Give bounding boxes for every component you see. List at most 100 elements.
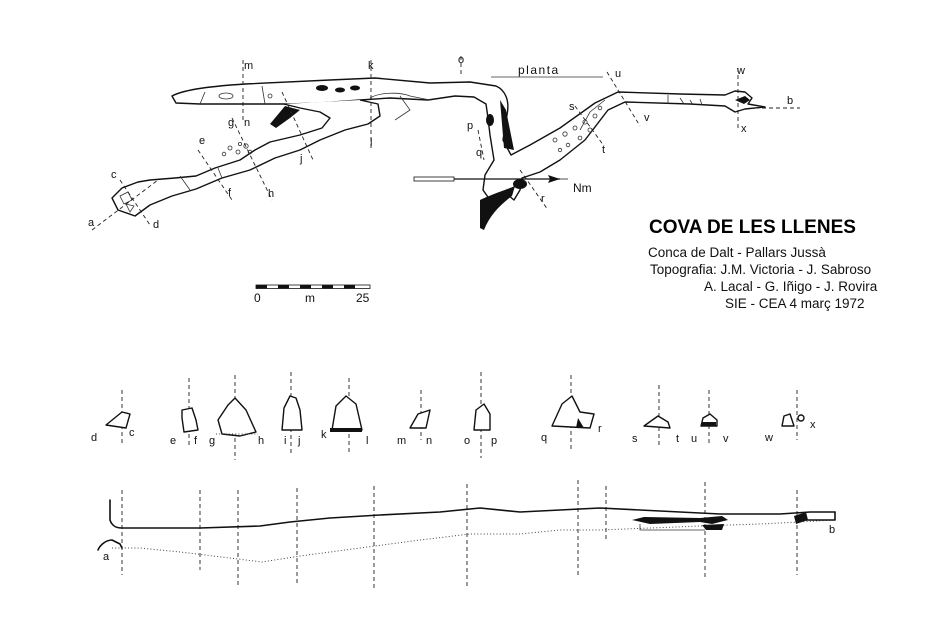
plan-point-d: d [153,219,159,231]
section-shape-qr [551,395,595,429]
plan-point-h: h [268,188,274,200]
scale-end: 25 [356,291,370,305]
section-label-n: n [426,435,432,447]
plan-wall-4 [394,95,411,121]
cross-sections: d c e f g h i j k l m n o p q r s t u v … [91,372,816,460]
plan-deposit-4 [270,106,300,128]
section-shape-op [473,403,491,431]
plan-wall-5 [179,175,191,191]
section-labels: d c e f g h i j k l m n o p q r s t u v … [91,419,816,447]
plan-deposit-1 [316,85,328,91]
plan-deposit-5 [500,100,514,150]
plan-point-labels: a b c d e f g h j k l m n o p q r s t u … [88,54,793,231]
north-label: Nm [573,181,592,195]
section-label-d: d [91,432,97,444]
section-label-j: j [297,435,300,447]
plan-rubble-3 [119,92,703,213]
plan-deposit-2 [335,87,345,93]
section-label-l: l [366,435,368,447]
plan-rubble-1 [221,141,253,157]
plan-label: planta [518,63,560,77]
scale-bar [255,284,371,289]
plan-deposit-3 [350,85,360,91]
section-label-g: g [209,435,215,447]
section-floor-qr [576,418,584,428]
plan-point-k: k [368,60,374,72]
plan-point-v: v [644,112,650,124]
section-label-w: w [764,432,773,444]
section-label-q: q [541,432,547,444]
section-shape-wx [781,413,795,427]
plan-wall-1 [199,91,206,105]
plan-wall-6 [217,167,223,179]
section-label-p: p [491,435,497,447]
profile-label-b: b [829,524,835,536]
plan-point-t: t [602,144,605,156]
plan-point-s: s [569,101,575,113]
profile-formation-1 [632,516,728,524]
profile-step [639,524,705,531]
section-shape-gh [217,397,257,437]
section-label-v: v [723,433,729,445]
location-text: Conca de Dalt - Pallars Jussà [648,245,826,260]
credits-line-2: A. Lacal - G. Iñigo - J. Rovira [704,279,878,294]
plan-deposit-6 [513,179,527,189]
plan-point-b: b [787,95,793,107]
plan-point-u: u [615,68,621,80]
profile-axes [121,480,798,590]
profile-floor [112,519,835,563]
section-label-t: t [676,433,679,445]
section-label-h: h [258,435,264,447]
plan-point-f: f [228,187,232,199]
plan-point-l: l [370,137,372,149]
plan-rubble-2 [552,105,603,153]
plan-point-c: c [111,169,117,181]
plan-point-j: j [299,153,302,165]
section-label-k: k [321,429,327,441]
section-label-c: c [129,427,135,439]
section-shape-ef [181,407,199,433]
profile-formation-2 [702,524,724,530]
plan-point-n: n [244,117,250,129]
plan-wall-7 [579,99,606,131]
section-label-m: m [397,435,406,447]
plan-point-x: x [741,123,747,135]
section-label-f: f [194,435,198,447]
title-block: COVA DE LES LLENES [649,217,909,239]
profile-label-a: a [103,551,110,563]
section-hole-x [797,414,805,422]
plan-deposit-7 [486,114,494,126]
north-arrow [413,175,568,183]
plan-point-a: a [88,217,95,229]
profile-formation-3 [794,512,808,524]
section-shape-ij [281,395,303,431]
section-label-x: x [810,419,816,431]
plan-point-p: p [467,120,473,132]
cave-title: COVA DE LES LLENES [649,217,856,238]
section-shape-st [643,415,671,429]
profile-entrance [97,539,123,551]
plan-point-o: o [458,54,464,66]
plan-point-q: q [476,147,482,159]
section-label-u: u [691,433,697,445]
plan-point-e: e [199,135,205,147]
plan-point-m: m [244,60,253,72]
profile-view: a b [97,480,836,590]
plan-point-w: w [736,65,745,77]
section-shape-kl [331,395,363,431]
section-label-r: r [598,423,602,435]
plan-point-r: r [541,193,545,205]
plan-wall-2 [261,85,266,105]
section-shape-mn [409,409,431,429]
plan-wall-3 [369,92,431,101]
scale-start: 0 [254,291,261,305]
section-label-o: o [464,435,470,447]
section-label-i: i [284,435,286,447]
scale-unit: m [305,291,315,305]
profile-ceiling [109,499,836,529]
section-shape-cd [105,411,131,429]
section-floor-uv [702,422,716,426]
section-label-s: s [632,433,638,445]
section-floor-kl [330,428,362,432]
